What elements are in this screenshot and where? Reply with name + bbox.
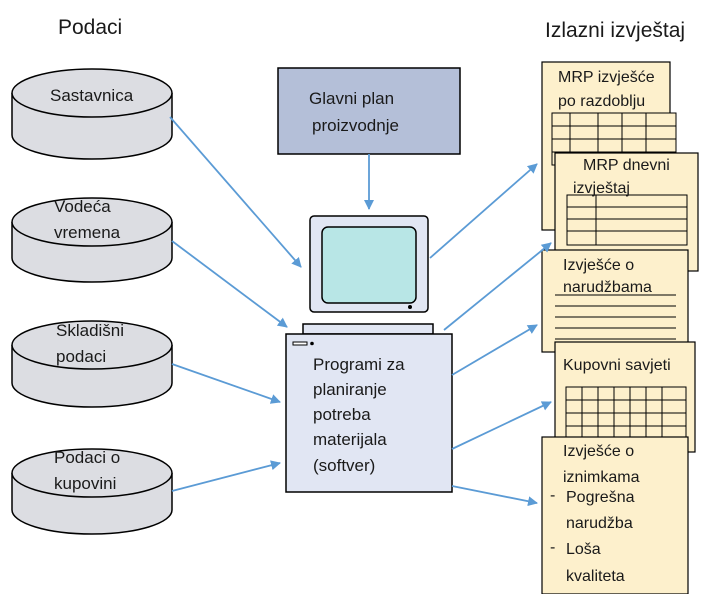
report-title: narudžbama [563,279,652,296]
exception-item: kvaliteta [566,568,625,585]
arrow [451,324,538,376]
database-label: kupovini [54,474,116,493]
database-label: Skladišni [56,321,124,340]
bullet-dash: - [550,487,555,504]
arrow [451,401,552,450]
exception-item: Loša [566,541,601,558]
computer-label: materijala [313,430,387,449]
computer-unit [285,333,453,493]
outputs-header: Izlazni izvještaj [545,19,685,42]
arrow [171,363,281,404]
drive-slot [292,341,308,346]
report-kupovni-savjeti: Kupovni savjeti [554,341,696,453]
computer-label: (softver) [313,456,375,475]
master-plan-label: proizvodnje [312,116,399,135]
report-title: Kupovni savjeti [563,357,671,374]
master-plan-box: Glavni plan proizvodnje [277,67,461,155]
arrows [169,116,552,507]
database-label: vremena [54,223,121,242]
monitor-base [302,323,434,335]
report-title: iznimkama [563,469,640,486]
screen [321,226,417,304]
arrow [451,485,538,507]
arrow [171,460,281,492]
report-title: Izvješće o [563,443,634,460]
bullet-dash: - [550,539,555,556]
database-label: podaci [56,347,106,366]
report-title: Izvješće o [563,257,634,274]
exception-item: Pogrešna [566,489,635,506]
computer-label: potreba [313,405,371,424]
arrow [169,116,302,268]
report-title: po razdoblju [558,93,645,110]
arrow [429,163,538,259]
database-label: Vodeća [54,197,111,216]
arrow [443,242,552,331]
inputs-header: Podaci [58,16,122,39]
database-podaci-o-kupovini: Podaci o kupovini [11,448,173,535]
arrow [171,240,288,328]
database-skladisni-podaci: Skladišni podaci [11,320,173,408]
computer-label: Programi za [313,355,405,374]
report-iznimke: Izvješće o iznimkama - Pogrešna narudžba… [541,436,689,594]
computer: Programi za planiranje potreba materijal… [285,215,453,493]
database-label: Sastavnica [50,86,134,105]
report-title: izvještaj [573,180,630,197]
computer-label: planiranje [313,380,387,399]
database-vodeca-vremena: Vodeća vremena [11,197,173,283]
report-narudzbe: Izvješće o narudžbama [541,249,689,353]
report-title: MRP dnevni [583,157,670,174]
master-plan-label: Glavni plan [309,89,394,108]
report-title: MRP izvješće [558,69,655,86]
exception-item: narudžba [566,515,633,532]
database-label: Podaci o [54,448,120,467]
database-sastavnica: Sastavnica [11,68,173,160]
